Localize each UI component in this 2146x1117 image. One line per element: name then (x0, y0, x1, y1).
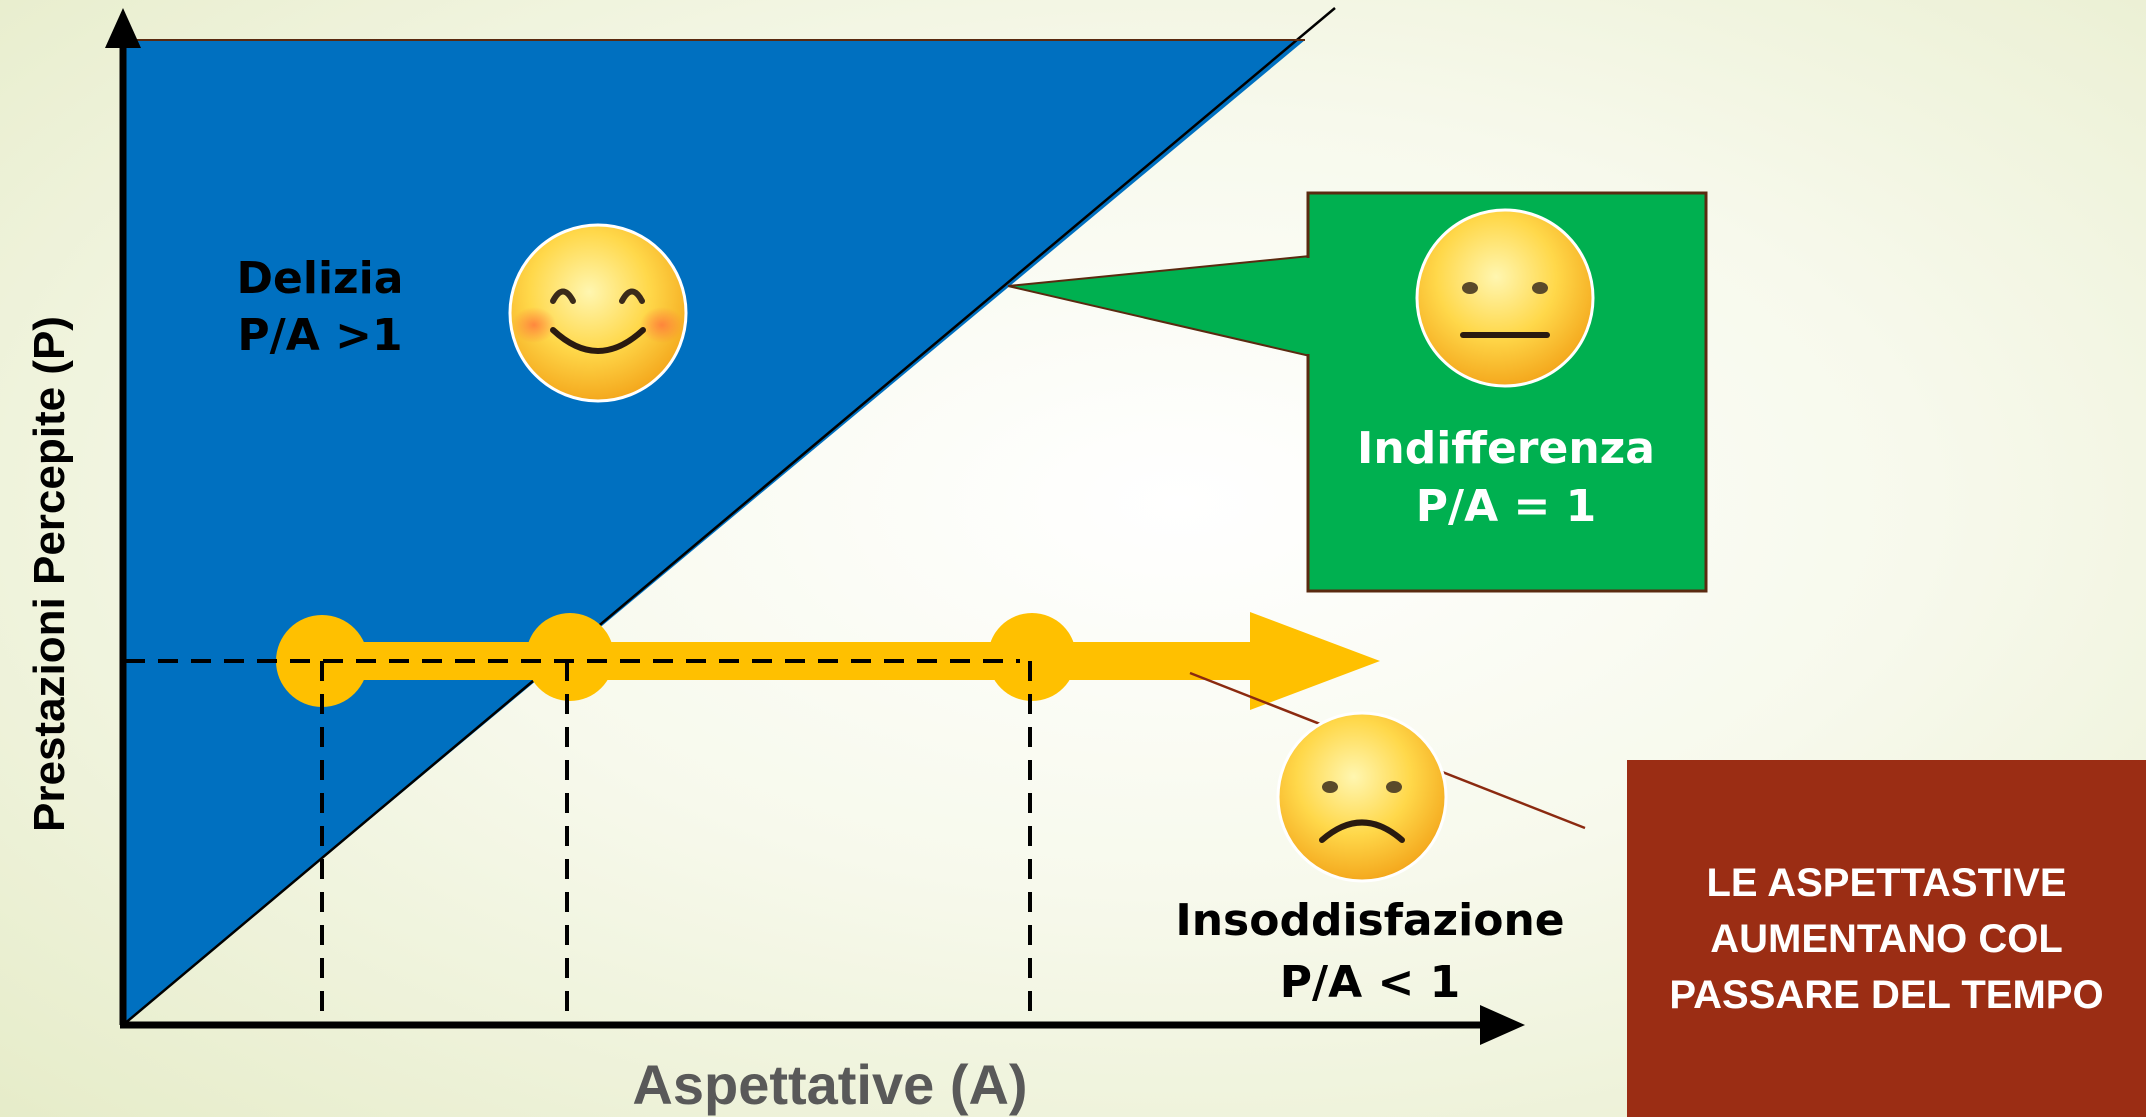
delizia-title: Delizia (236, 253, 404, 304)
y-axis (105, 8, 141, 1025)
x-axis-label: Aspettative (A) (632, 1053, 1028, 1116)
insoddisfazione-title: Insoddisfazione (1175, 895, 1565, 946)
note-box: LE ASPETTASTIVE AUMENTANO COL PASSARE DE… (1627, 760, 2146, 1117)
indifference-line (122, 7, 1336, 1026)
y-axis-label: Prestazioni Percepite (P) (25, 316, 74, 832)
neutral-face-icon (1415, 208, 1595, 388)
indifferenza-label: Indifferenza P/A = 1 (1306, 420, 1706, 536)
delizia-formula: P/A >1 (237, 310, 403, 361)
indifferenza-title: Indifferenza (1357, 423, 1655, 474)
frowning-face-icon (1276, 711, 1448, 883)
timeline-arrow (276, 612, 1380, 710)
note-text: LE ASPETTASTIVE AUMENTANO COL PASSARE DE… (1669, 860, 2104, 1017)
insoddisfazione-label: Insoddisfazione P/A < 1 (1150, 890, 1590, 1014)
timeline-point-2 (526, 613, 614, 701)
x-axis (120, 1005, 1525, 1045)
indifferenza-formula: P/A = 1 (1415, 481, 1597, 532)
delizia-label: Delizia P/A >1 (200, 250, 440, 364)
dashed-guides (125, 659, 1032, 1025)
insoddisfazione-formula: P/A < 1 (1279, 957, 1461, 1008)
smiling-face-icon (508, 223, 688, 403)
timeline-point-3 (988, 613, 1076, 701)
